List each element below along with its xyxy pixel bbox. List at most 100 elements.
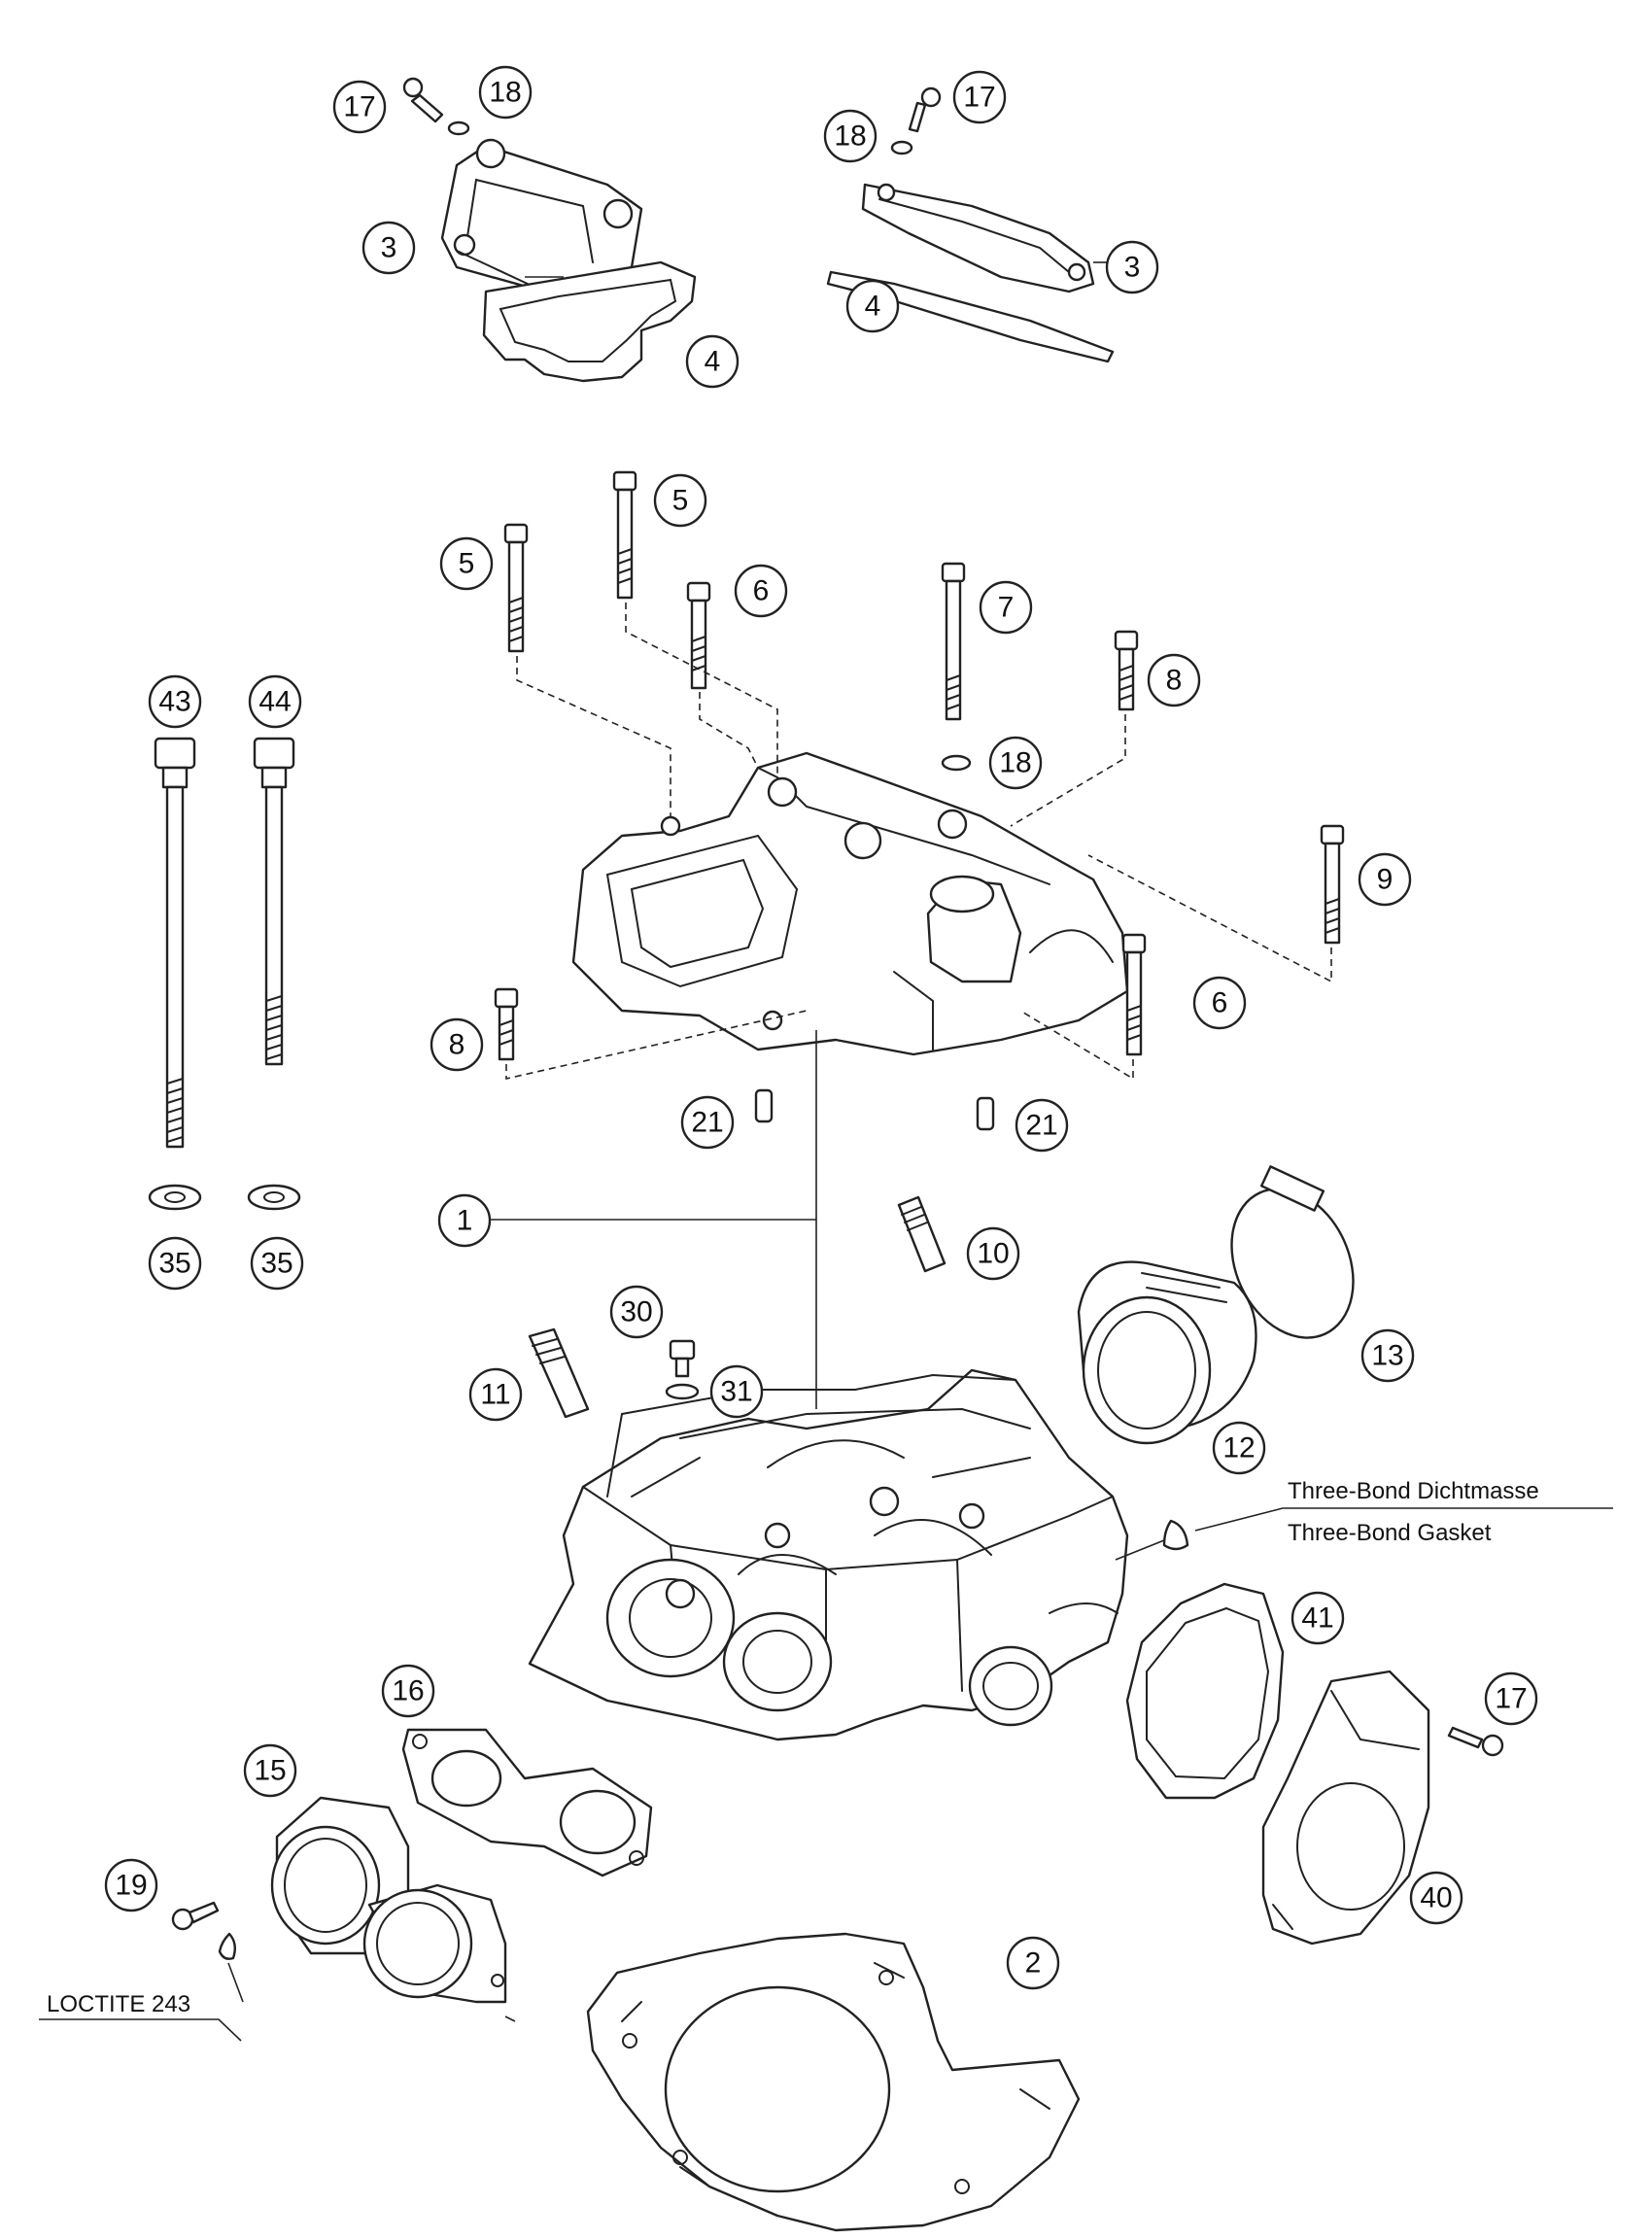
callout-10: 10 (966, 1226, 1020, 1281)
svg-text:35: 35 (260, 1248, 293, 1280)
svg-text:35: 35 (158, 1248, 190, 1280)
screw-17-left (402, 77, 444, 123)
svg-text:21: 21 (691, 1107, 723, 1139)
sealant-drop (1162, 1519, 1189, 1551)
threadlock-note: LOCTITE 243 (47, 1991, 190, 2017)
svg-text:43: 43 (158, 686, 190, 718)
valve-guide-10 (897, 1195, 946, 1273)
svg-text:17: 17 (1495, 1683, 1527, 1715)
screw-19 (171, 1901, 220, 1931)
callout-17-top-left: 17 (332, 80, 387, 134)
callout-44: 44 (248, 674, 302, 729)
svg-text:7: 7 (998, 592, 1015, 624)
callout-35-right: 35 (250, 1236, 304, 1291)
svg-text:4: 4 (865, 291, 881, 323)
svg-text:17: 17 (343, 91, 375, 123)
callout-8-top: 8 (1147, 653, 1201, 707)
washer-35-right (247, 1184, 301, 1211)
sealant-note-de: Three-Bond Dichtmasse (1288, 1478, 1539, 1504)
sealant-note-en: Three-Bond Gasket (1288, 1520, 1492, 1546)
callout-18-center: 18 (988, 736, 1043, 790)
bolt-5-center (612, 470, 637, 600)
exhaust-flange-15 (270, 1796, 507, 2004)
callout-2: 2 (1006, 1936, 1060, 1990)
screw-17-pump (1447, 1726, 1504, 1757)
washer-18-right (890, 140, 913, 155)
callout-17-top-right: 17 (952, 70, 1007, 124)
svg-text:21: 21 (1025, 1110, 1057, 1142)
svg-text:40: 40 (1420, 1882, 1452, 1914)
callout-30: 30 (609, 1285, 664, 1339)
svg-text:5: 5 (672, 485, 689, 517)
hose-clamp-13 (1230, 1165, 1355, 1339)
callout-18-top-left: 18 (478, 65, 533, 120)
callout-31: 31 (709, 1364, 764, 1419)
callout-3-left: 3 (361, 221, 416, 275)
svg-text:6: 6 (753, 575, 770, 607)
svg-text:16: 16 (392, 1675, 424, 1707)
svg-text:6: 6 (1212, 987, 1228, 1019)
callout-5-center: 5 (653, 473, 707, 528)
callout-4-right: 4 (845, 279, 900, 333)
cylinder-head (528, 1368, 1129, 1741)
svg-text:18: 18 (999, 747, 1031, 779)
washer-18-center (941, 754, 972, 772)
callout-18-top-right: 18 (823, 109, 878, 163)
svg-text:3: 3 (1124, 252, 1141, 284)
callout-16: 16 (381, 1664, 435, 1718)
callout-12: 12 (1212, 1421, 1266, 1475)
bolt-6-center (686, 581, 711, 690)
threadlock-drop (218, 1932, 236, 1960)
svg-text:8: 8 (449, 1029, 465, 1061)
bolt-8-left (494, 987, 519, 1061)
gasket-41 (1125, 1582, 1285, 1800)
bolt-7 (941, 562, 966, 721)
svg-text:5: 5 (459, 548, 475, 580)
svg-text:30: 30 (620, 1296, 652, 1328)
seal-31 (665, 1383, 700, 1400)
washer-35-left (148, 1184, 202, 1211)
callout-5-left: 5 (439, 536, 494, 591)
cylinder-head-gasket-2 (586, 1932, 1081, 2232)
callout-21-right: 21 (1015, 1098, 1069, 1153)
callout-8-left: 8 (430, 1017, 484, 1072)
callout-19: 19 (104, 1858, 158, 1912)
svg-text:4: 4 (705, 346, 721, 378)
intake-flange-12 (1077, 1260, 1257, 1445)
plug-30 (669, 1339, 696, 1378)
washer-18-left (447, 121, 470, 136)
callout-41: 41 (1291, 1591, 1345, 1645)
callout-6-right: 6 (1192, 976, 1247, 1030)
camshaft-holder (571, 751, 1129, 1056)
callout-43: 43 (148, 674, 202, 729)
svg-text:9: 9 (1377, 864, 1394, 896)
callout-7: 7 (979, 580, 1033, 635)
valve-cover-left (440, 138, 643, 293)
callout-13: 13 (1360, 1328, 1415, 1383)
svg-text:13: 13 (1371, 1340, 1403, 1372)
svg-text:10: 10 (977, 1238, 1009, 1270)
callout-15: 15 (243, 1743, 297, 1798)
bolt-6-right (1121, 933, 1147, 1056)
svg-text:18: 18 (834, 121, 866, 153)
svg-text:44: 44 (258, 686, 291, 718)
svg-text:17: 17 (963, 82, 995, 114)
svg-text:2: 2 (1025, 1947, 1042, 1980)
screw-17-right (908, 86, 942, 133)
callout-9: 9 (1358, 852, 1412, 907)
callout-40: 40 (1409, 1871, 1463, 1925)
svg-text:19: 19 (115, 1870, 147, 1902)
callout-17-pump: 17 (1484, 1671, 1538, 1726)
valve-cover-gasket-left (482, 260, 697, 383)
callout-6-center: 6 (734, 564, 788, 618)
exhaust-gasket-16 (401, 1728, 653, 1877)
bolt-8-top (1114, 630, 1139, 711)
callout-3-right: 3 (1105, 240, 1159, 294)
dowel-21-right (976, 1096, 995, 1131)
svg-text:18: 18 (489, 77, 521, 109)
callout-21-left: 21 (680, 1095, 735, 1150)
callout-1: 1 (437, 1193, 492, 1248)
svg-text:11: 11 (480, 1379, 510, 1411)
svg-text:3: 3 (381, 232, 397, 264)
